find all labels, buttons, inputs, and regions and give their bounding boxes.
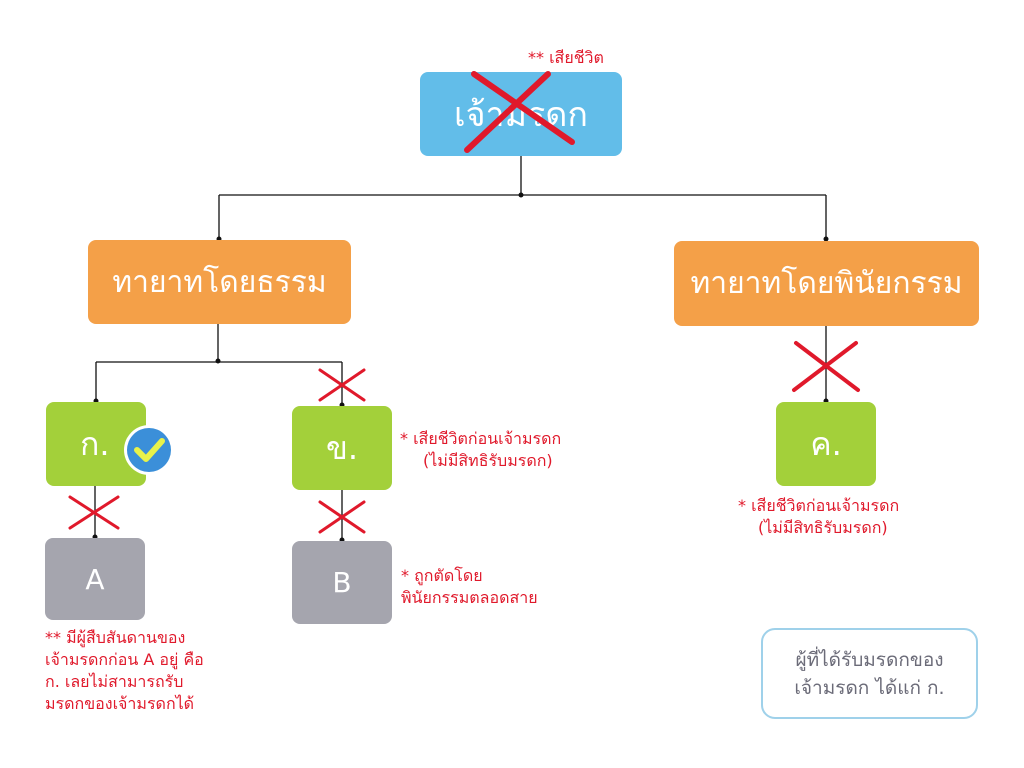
kho-khwai-note: * เสียชีวิตก่อนเจ้ามรดก (ไม่มีสิทธิรับมร…	[738, 495, 899, 539]
b-link-cross-icon	[318, 500, 366, 534]
a-note: ** มีผู้สืบสันดานของ เจ้ามรดกก่อน A อยู่…	[45, 627, 204, 715]
kho-note-line-1: * เสียชีวิตก่อนเจ้ามรดก	[400, 429, 562, 448]
kho-cross-icon	[318, 368, 366, 402]
descendant-b-box: B	[292, 541, 392, 624]
testamentary-heir-label: ทายาทโดยพินัยกรรม	[690, 266, 963, 301]
descendant-b-label: B	[332, 566, 352, 599]
person-ko-label: ก.	[80, 424, 110, 463]
person-kho-label: ข.	[325, 428, 359, 467]
testamentary-heir-box: ทายาทโดยพินัยกรรม	[674, 241, 979, 326]
person-kho-khwai-box: ค.	[776, 402, 876, 486]
a-note-line-4: มรดกของเจ้ามรดกได้	[45, 694, 195, 713]
statutory-heir-box: ทายาทโดยธรรม	[88, 240, 351, 324]
root-death-note: ** เสียชีวิต	[528, 48, 604, 67]
kho-khwai-cross-icon	[792, 341, 860, 392]
descendant-a-box: A	[45, 538, 145, 620]
person-kho-box: ข.	[292, 406, 392, 490]
summary-line-1: ผู้ที่ได้รับมรดกของ	[795, 648, 944, 671]
statutory-heir-label: ทายาทโดยธรรม	[112, 264, 327, 300]
b-note-line-1: * ถูกตัดโดย	[401, 566, 483, 585]
root-cross-icon	[464, 71, 575, 153]
a-note-line-1: ** มีผู้สืบสันดานของ	[45, 628, 186, 647]
a-note-line-3: ก. เลยไม่สามารถรับ	[45, 672, 184, 691]
b-note: * ถูกตัดโดย พินัยกรรมตลอดสาย	[401, 565, 538, 609]
b-note-line-2: พินัยกรรมตลอดสาย	[401, 588, 538, 607]
a-note-line-2: เจ้ามรดกก่อน A อยู่ คือ	[45, 650, 204, 669]
kho-khwai-note-line-1: * เสียชีวิตก่อนเจ้ามรดก	[738, 496, 900, 515]
person-kho-khwai-label: ค.	[810, 424, 842, 463]
check-icon	[124, 425, 174, 475]
summary-line-2: เจ้ามรดก ได้แก่ ก.	[794, 676, 945, 699]
descendant-a-label: A	[85, 562, 105, 596]
summary-box: ผู้ที่ได้รับมรดกของ เจ้ามรดก ได้แก่ ก.	[761, 628, 978, 719]
kho-note: * เสียชีวิตก่อนเจ้ามรดก (ไม่มีสิทธิรับมร…	[400, 428, 561, 472]
kho-note-line-2: (ไม่มีสิทธิรับมรดก)	[423, 451, 553, 470]
a-link-cross-icon	[68, 495, 120, 530]
kho-khwai-note-line-2: (ไม่มีสิทธิรับมรดก)	[758, 518, 888, 537]
